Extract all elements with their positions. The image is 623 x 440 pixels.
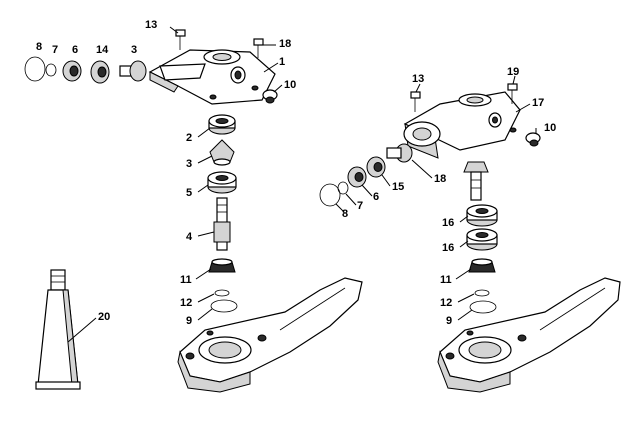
circlip-8-left (24, 56, 46, 82)
bearing-16-upper (466, 204, 498, 227)
callout-5: 5 (186, 187, 192, 199)
callout-20: 20 (98, 311, 110, 323)
callout-11-left: 11 (180, 274, 192, 286)
callout-15: 15 (392, 181, 404, 193)
gear-housing-1 (148, 49, 276, 105)
callout-2: 2 (186, 132, 192, 144)
callout-6-left: 6 (72, 44, 78, 56)
callout-labels: 8 7 6 14 3 13 18 1 10 2 3 5 4 11 12 9 20… (36, 19, 556, 327)
callout-13-right: 13 (412, 73, 424, 85)
leader-lines-left (67, 26, 283, 343)
bearing-5 (207, 171, 237, 194)
callout-8-left: 8 (36, 41, 42, 53)
drive-shaft-4 (213, 197, 231, 251)
callout-18-right: 18 (434, 173, 446, 185)
callout-1: 1 (279, 56, 285, 68)
callout-19: 19 (507, 66, 519, 78)
drive-gear-right (463, 161, 489, 201)
pinion-11-right (468, 258, 496, 273)
pinion-11-left (208, 258, 236, 273)
callout-3-lower: 3 (186, 158, 192, 170)
callout-12-left: 12 (180, 297, 192, 309)
bearing-15 (366, 156, 386, 178)
bearing-2 (208, 114, 236, 135)
callout-17: 17 (532, 97, 544, 109)
callout-4: 4 (186, 231, 193, 243)
callout-14-left: 14 (96, 44, 109, 56)
callout-7-right: 7 (357, 200, 363, 212)
bearing-14-left (90, 60, 110, 84)
screw-13-right (410, 91, 421, 112)
bearing-6-left (62, 60, 82, 82)
callout-9-left: 9 (186, 315, 192, 327)
ring-12-left (214, 289, 230, 297)
callout-16-upper: 16 (442, 217, 454, 229)
callout-10-right: 10 (544, 122, 556, 134)
callout-9-right: 9 (446, 315, 452, 327)
callout-8-right: 8 (342, 208, 348, 220)
grease-tube-20 (35, 269, 81, 390)
plug-10-left (262, 89, 278, 104)
ring-12-right (474, 289, 490, 297)
callout-10-left: 10 (284, 79, 296, 91)
circlip-8-right (319, 183, 341, 207)
circlip-9-left (210, 299, 238, 313)
callout-6-right: 6 (373, 191, 379, 203)
screw-13-left (175, 29, 186, 50)
callout-11-right: 11 (440, 274, 452, 286)
bevel-gear-3-lower (209, 139, 235, 166)
screw-18-left (253, 38, 264, 58)
plug-10-right (525, 132, 541, 147)
washer-7-left (45, 63, 57, 77)
callout-13-left: 13 (145, 19, 157, 31)
callout-18-left: 18 (279, 38, 291, 50)
leader-lines-right (335, 75, 537, 321)
bearing-16-lower (466, 228, 498, 251)
gear-housing-17 (403, 91, 521, 159)
boom-housing-left (177, 277, 363, 393)
callout-7-left: 7 (52, 44, 58, 56)
callout-16-lower: 16 (442, 242, 454, 254)
callout-3-upper: 3 (131, 44, 137, 56)
boom-housing-right (437, 277, 621, 393)
circlip-9-right (469, 300, 497, 314)
bevel-gear-3-upper (119, 60, 147, 82)
callout-12-right: 12 (440, 297, 452, 309)
screw-19 (507, 83, 518, 104)
bearing-6-right (347, 166, 367, 188)
bevel-gear-18-right (386, 143, 413, 163)
